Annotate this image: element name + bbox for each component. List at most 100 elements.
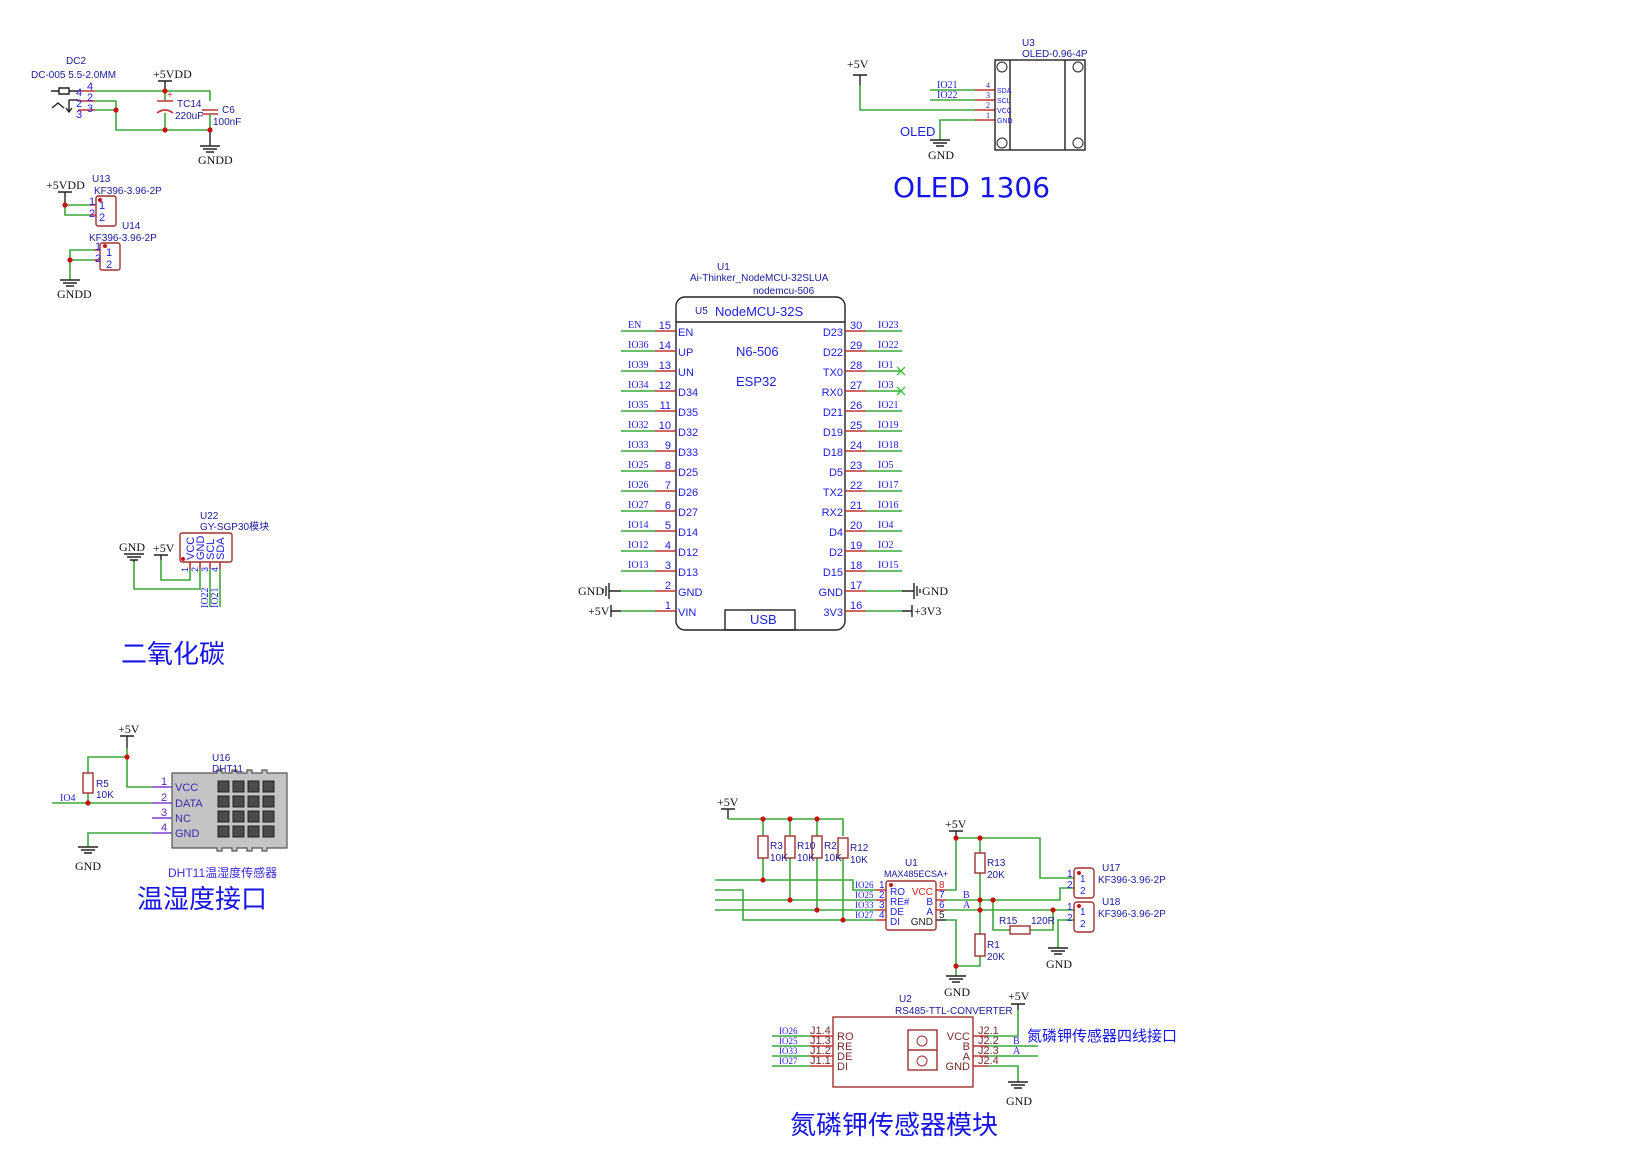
oled-title: OLED 1306 <box>893 171 1050 204</box>
pin-num: 1 <box>95 241 101 253</box>
pin-num: J2.1 <box>978 1025 999 1037</box>
pin-num: 21 <box>850 500 862 512</box>
r1-value: 20K <box>987 952 1005 963</box>
pin-num: 5 <box>939 910 945 921</box>
c6-value: 100nF <box>213 117 241 128</box>
net-label: IO5 <box>878 460 894 471</box>
vcc-label: +5V <box>153 541 175 555</box>
u5-ref: U5 <box>695 306 708 317</box>
pin-name: NC <box>175 813 191 825</box>
net-label: IO33 <box>628 440 649 451</box>
pin-name: B <box>963 1041 970 1053</box>
grille-cell <box>232 780 245 793</box>
pin-name: GND <box>911 917 933 928</box>
u18-part: KF396-3.96-2P <box>1098 909 1166 920</box>
pin-num: 5 <box>665 520 671 532</box>
pin-name: RE <box>837 1041 852 1053</box>
dht11-part: DHT11 <box>212 764 243 775</box>
pin-name: SCL <box>997 98 1011 105</box>
pin-num: 4 <box>87 81 93 93</box>
power-symbol-icon <box>1011 1003 1025 1010</box>
pin-num: 2 <box>879 890 885 901</box>
u13-ref: U13 <box>92 174 111 185</box>
net-label: IO21 <box>210 587 221 608</box>
pin-num: 30 <box>850 320 862 332</box>
grille-cell <box>262 780 275 793</box>
pin-num: 10 <box>659 420 671 432</box>
power-symbol-icon <box>902 605 913 617</box>
dht11-ref: U16 <box>212 753 231 764</box>
r15-value: 120R <box>1031 916 1055 927</box>
pin-name: 2 <box>106 259 112 271</box>
pin-num: J1.2 <box>810 1045 831 1057</box>
pin-name: VCC <box>912 887 933 898</box>
u18-connector <box>1073 901 1095 933</box>
pin-num: 17 <box>850 580 862 592</box>
power-connectors: +5VDD U13 KF396-3.96-2P 1 1 2 2 U14 KF39… <box>46 174 162 301</box>
r13-ref: R13 <box>987 858 1006 869</box>
net-label: IO15 <box>878 560 899 571</box>
pin-name: D12 <box>678 547 698 559</box>
pin-num: 14 <box>659 340 671 352</box>
net-label: IO27 <box>855 910 874 920</box>
ground-icon <box>124 553 144 562</box>
pin-num: 4 <box>665 540 671 552</box>
net-a-label: A <box>963 900 971 911</box>
pin-num: 2 <box>95 253 101 265</box>
u17-part: KF396-3.96-2P <box>1098 875 1166 886</box>
max485-left-pins: IO26 IO25 IO33 IO27 1 2 3 4 RO RE# DE DI <box>855 880 910 928</box>
net-label: IO16 <box>878 500 899 511</box>
pin-name: TX2 <box>823 487 843 499</box>
pin-name: RE# <box>890 897 910 908</box>
u14-part: KF396-3.96-2P <box>89 233 157 244</box>
pin-name: SDA <box>997 88 1012 95</box>
pin-num: 2 <box>89 208 95 220</box>
pin-num: 3 <box>200 567 210 572</box>
net-label: IO3 <box>878 380 894 391</box>
net-label: IO26 <box>779 1026 798 1036</box>
pin-num: 3 <box>665 560 671 572</box>
polarized-capacitor-icon <box>156 100 174 114</box>
power-symbol-icon <box>120 735 134 748</box>
r10-resistor <box>784 835 796 859</box>
u2-part: RS485-TTL-CONVERTER <box>895 1006 1013 1017</box>
usb-label: USB <box>750 612 777 627</box>
net-label: IO33 <box>779 1046 798 1056</box>
pin-num: 1 <box>986 111 990 120</box>
pin-name: VCC <box>997 108 1012 115</box>
humidity-title: 温湿度接口 <box>137 885 267 915</box>
pin-num: J2.2 <box>978 1035 999 1047</box>
grille-cell <box>247 780 260 793</box>
u13-part: KF396-3.96-2P <box>94 186 162 197</box>
pin-name: VCC <box>947 1031 970 1043</box>
pin-name: UN <box>678 367 694 379</box>
pin-name: D14 <box>678 527 698 539</box>
power-symbol-icon <box>610 605 621 617</box>
co2-sensor-section: U22 GY-SGP30模块 VCC GND SCL SDA 1 2 3 4 I… <box>119 511 269 670</box>
resistor-value: 10K <box>824 853 842 864</box>
pin-name: 2 <box>1080 886 1086 897</box>
pin-name: 1 <box>106 247 112 259</box>
pin-num: 29 <box>850 340 862 352</box>
no-connect-icon <box>896 386 906 396</box>
pin-name: D33 <box>678 447 698 459</box>
net-label: IO22 <box>200 587 211 608</box>
gnd-label: GND <box>75 859 101 873</box>
pin-num: 12 <box>659 380 671 392</box>
pin-name: 2 <box>1080 919 1086 930</box>
pin-num: 3 <box>161 807 167 819</box>
pin-num: 7 <box>665 480 671 492</box>
ground-icon <box>60 279 80 287</box>
u13-connector <box>95 195 117 227</box>
sgp30-pin-names: VCC GND SCL SDA 1 2 3 4 <box>180 536 227 573</box>
pin-num: 3 <box>87 103 93 115</box>
pin-num: 22 <box>850 480 862 492</box>
